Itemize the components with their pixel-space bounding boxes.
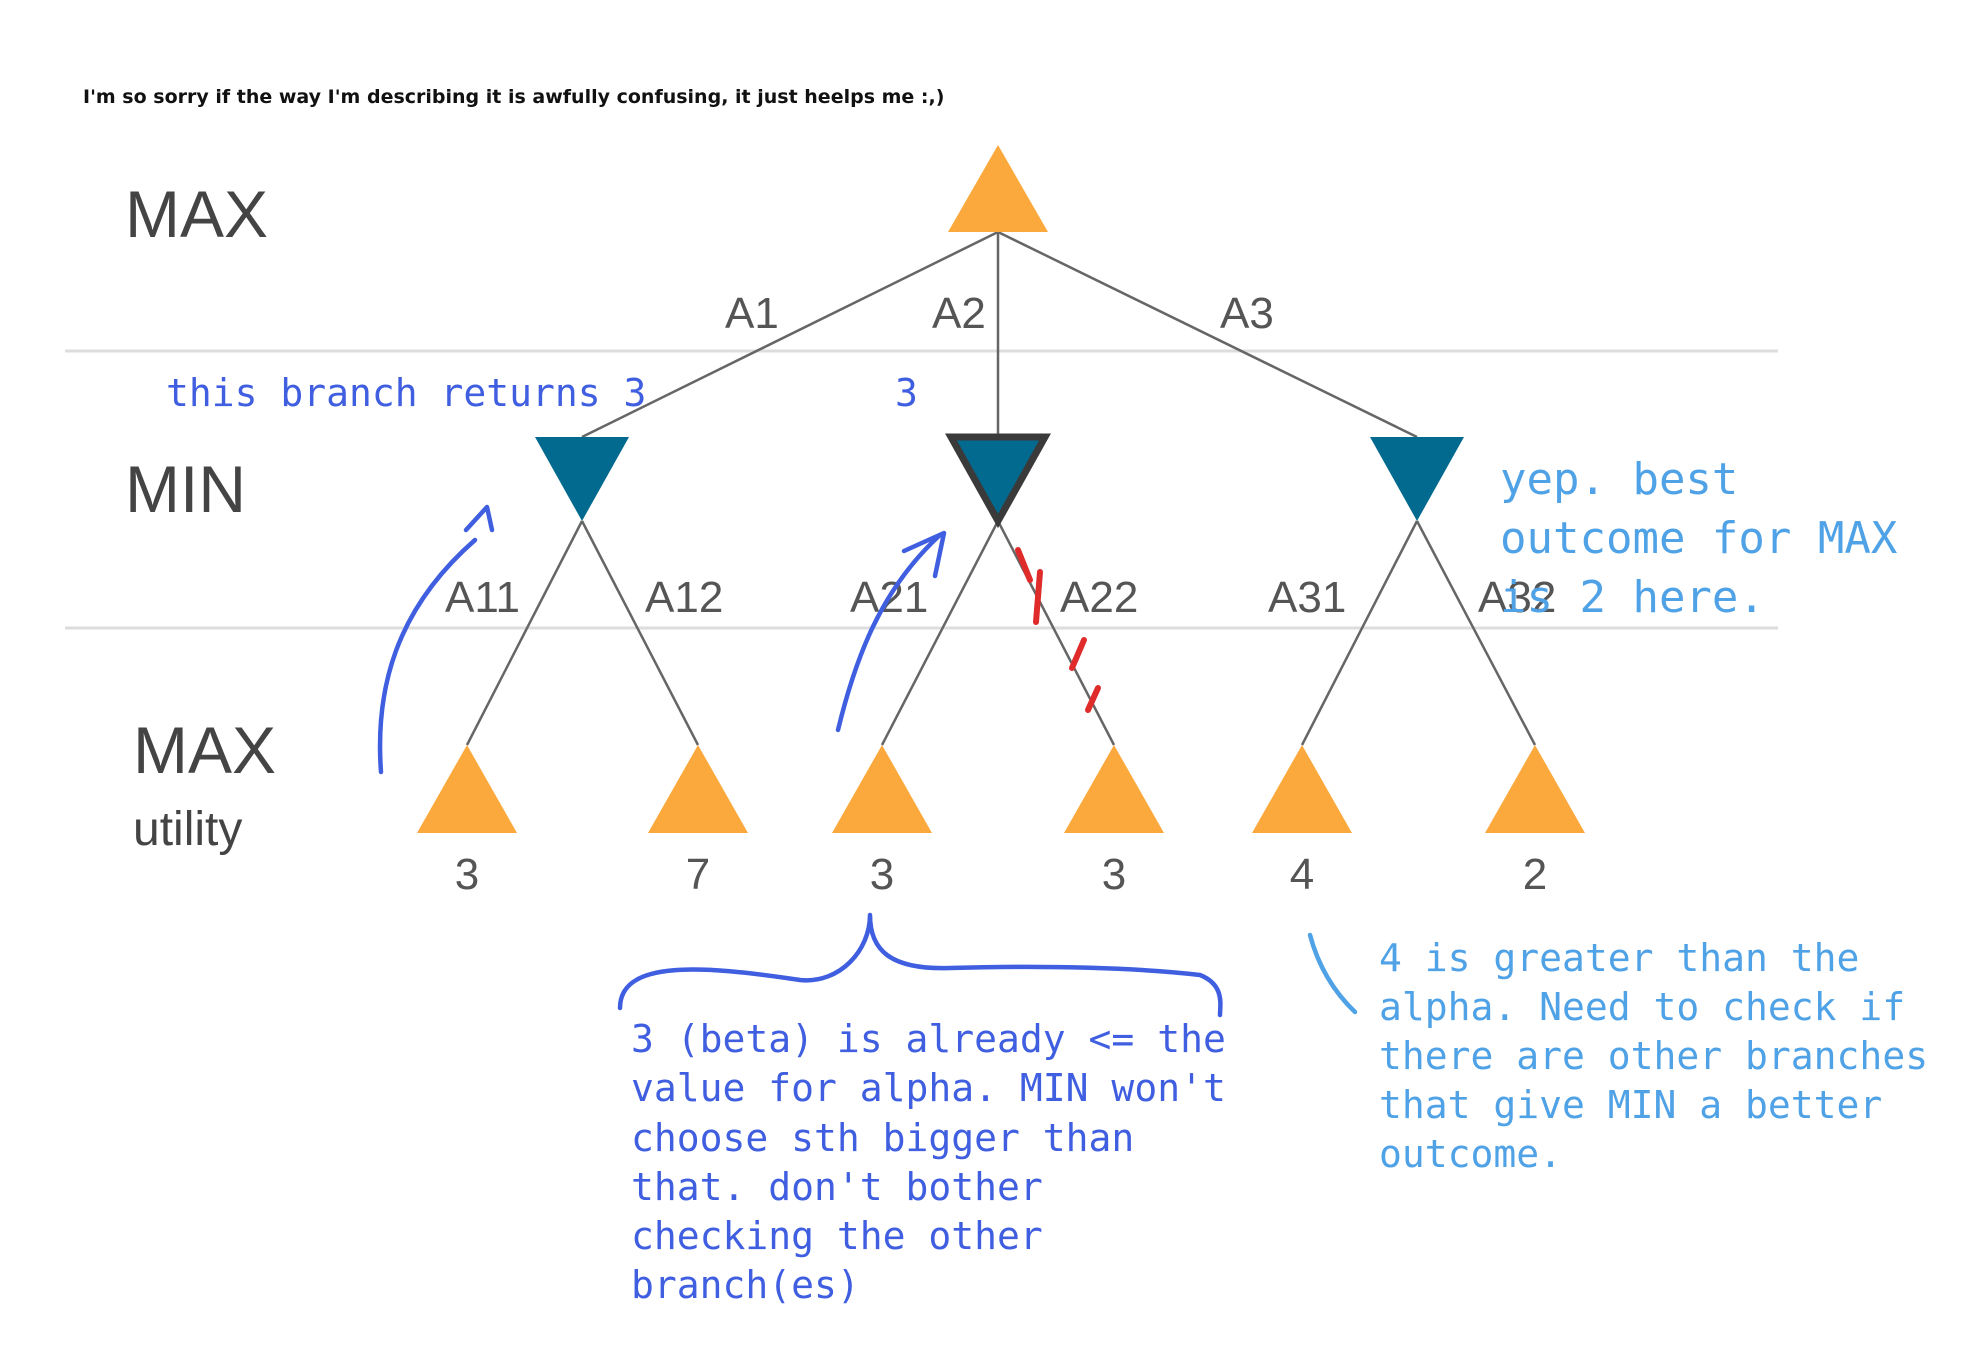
edge-a22 bbox=[996, 520, 1116, 746]
right-note-line-1: yep. best bbox=[1500, 454, 1738, 505]
brace-curly bbox=[617, 912, 1223, 1018]
prune-marks bbox=[1015, 547, 1101, 713]
max-node-root bbox=[948, 145, 1048, 232]
leaf-value-3: 3 bbox=[870, 850, 894, 899]
tree-edges bbox=[465, 230, 1537, 746]
edge-label-a11: A11 bbox=[445, 573, 520, 622]
prune-slash-2 bbox=[1033, 569, 1043, 625]
bottom-note-line-6: branch(es) bbox=[631, 1263, 860, 1307]
leaf-value-1: 3 bbox=[455, 850, 479, 899]
annotation-alpha-note: 4 is greater than the alpha. Need to che… bbox=[1379, 936, 1928, 1176]
prune-slash-4 bbox=[1085, 685, 1101, 713]
edge-a1 bbox=[581, 230, 999, 439]
alpha-note-line-1: 4 is greater than the bbox=[1379, 936, 1859, 980]
annotation-right-note: yep. best outcome for MAX is 2 here. bbox=[1500, 454, 1898, 623]
leaf-node-5 bbox=[1252, 745, 1352, 833]
edge-a12 bbox=[580, 520, 700, 746]
prune-slash-1 bbox=[1015, 547, 1033, 583]
leaf-node-1 bbox=[417, 745, 517, 833]
edge-a31 bbox=[1300, 520, 1419, 746]
edge-a3 bbox=[997, 230, 1418, 439]
alpha-note-line-5: outcome. bbox=[1379, 1132, 1562, 1176]
min-node-2 bbox=[945, 433, 1051, 529]
arrow-up-middle bbox=[835, 532, 943, 733]
leaf-node-2 bbox=[648, 745, 748, 833]
leaf-node-4 bbox=[1064, 745, 1164, 833]
bottom-note-line-3: choose sth bigger than bbox=[631, 1116, 1134, 1160]
edge-label-a2: A2 bbox=[932, 289, 986, 338]
bottom-note-line-4: that. don't bother bbox=[631, 1165, 1043, 1209]
annotation-bottom-note: 3 (beta) is already <= the value for alp… bbox=[631, 1017, 1226, 1307]
bottom-note-line-1: 3 (beta) is already <= the bbox=[631, 1017, 1226, 1061]
arrow-up-left bbox=[377, 537, 478, 775]
edge-label-a31: A31 bbox=[1268, 573, 1346, 622]
alpha-note-line-2: alpha. Need to check if bbox=[1379, 985, 1905, 1029]
leaf-value-2: 7 bbox=[686, 850, 710, 899]
prune-slash-3 bbox=[1069, 637, 1087, 671]
edge-label-a32: A32 bbox=[1478, 573, 1556, 622]
right-note-line-2: outcome for MAX bbox=[1500, 513, 1898, 564]
annotation-middle-value: 3 bbox=[895, 371, 918, 415]
min-node-1 bbox=[535, 437, 629, 521]
level-label-max-top: MAX bbox=[125, 177, 268, 251]
level-label-min: MIN bbox=[125, 452, 246, 526]
leaf-node-3 bbox=[832, 745, 932, 833]
arrow-up-left-head bbox=[463, 504, 495, 533]
edge-a32 bbox=[1415, 520, 1537, 746]
alpha-note-line-4: that give MIN a better bbox=[1379, 1083, 1882, 1127]
leaf-value-6: 2 bbox=[1523, 850, 1547, 899]
bottom-note-line-5: checking the other bbox=[631, 1214, 1043, 1258]
edge-label-a1: A1 bbox=[725, 289, 779, 338]
header-note: I'm so sorry if the way I'm describing i… bbox=[83, 86, 944, 108]
leaf-value-5: 4 bbox=[1290, 850, 1314, 899]
edge-a11 bbox=[465, 520, 584, 746]
bottom-note-line-2: value for alpha. MIN won't bbox=[631, 1066, 1226, 1110]
edge-label-a12: A12 bbox=[645, 573, 723, 622]
alpha-note-line-3: there are other branches bbox=[1379, 1034, 1928, 1078]
level-label-utility: utility bbox=[133, 803, 242, 856]
edge-label-a22: A22 bbox=[1060, 573, 1138, 622]
level-label-max-bottom: MAX bbox=[133, 713, 276, 787]
arrow-up-middle-head bbox=[901, 530, 947, 579]
min-node-3 bbox=[1370, 437, 1464, 521]
edge-label-a3: A3 bbox=[1220, 289, 1274, 338]
edge-a21 bbox=[880, 520, 1000, 746]
leaf-value-4: 3 bbox=[1102, 850, 1126, 899]
leaf-node-6 bbox=[1485, 745, 1585, 833]
stroke-light-blue bbox=[1307, 932, 1358, 1015]
annotation-branch-returns: this branch returns 3 bbox=[166, 371, 646, 415]
right-note-line-3: is 2 here. bbox=[1500, 572, 1765, 623]
